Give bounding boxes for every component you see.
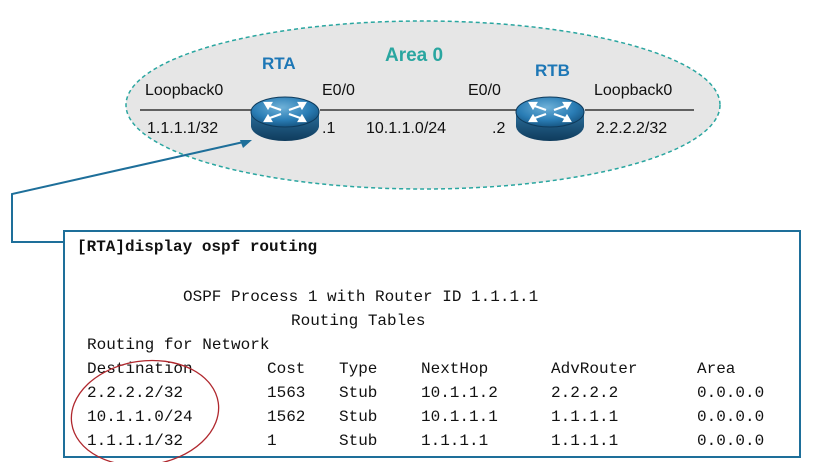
highlight-circle — [70, 359, 220, 462]
row-advrouter: 1.1.1.1 — [551, 408, 619, 426]
col-cost: Cost — [267, 360, 306, 378]
callout-connector — [11, 140, 249, 243]
row-nexthop: 10.1.1.2 — [421, 384, 498, 402]
console-output-panel: [RTA]display ospf routing OSPF Process 1… — [63, 230, 801, 462]
row-destination: 1.1.1.1/32 — [87, 432, 184, 450]
row-type: Stub — [339, 384, 378, 402]
row-cost: 1562 — [267, 408, 306, 426]
rta-loopback-ip: 1.1.1.1/32 — [147, 120, 218, 137]
row-advrouter: 2.2.2.2 — [551, 384, 619, 402]
link-network-label: 10.1.1.0/24 — [366, 120, 446, 137]
row-area: 0.0.0.0 — [697, 432, 765, 450]
process-line: OSPF Process 1 with Router ID 1.1.1.1 — [183, 288, 539, 306]
router-rtb-icon — [515, 96, 585, 141]
row-nexthop: 10.1.1.1 — [421, 408, 498, 426]
row-type: Stub — [339, 408, 378, 426]
row-area: 0.0.0.0 — [697, 384, 765, 402]
row-cost: 1563 — [267, 384, 306, 402]
area-label: Area 0 — [385, 45, 443, 66]
routing-for-network: Routing for Network — [87, 336, 270, 354]
rtb-host-id: .2 — [492, 120, 505, 137]
rtb-loopback-label: Loopback0 — [594, 82, 672, 99]
rta-interface-label: E0/0 — [322, 82, 355, 99]
rtb-loopback-ip: 2.2.2.2/32 — [596, 120, 667, 137]
row-nexthop: 1.1.1.1 — [421, 432, 489, 450]
callout-arrowhead — [240, 140, 252, 148]
router-rta-icon — [250, 96, 320, 141]
row-destination: 10.1.1.0/24 — [87, 408, 193, 426]
row-cost: 1 — [267, 432, 277, 450]
col-type: Type — [339, 360, 378, 378]
rta-name: RTA — [262, 54, 296, 73]
row-area: 0.0.0.0 — [697, 408, 765, 426]
route-table: Destination Cost Type NextHop AdvRouter … — [65, 232, 799, 456]
console-command: [RTA]display ospf routing — [77, 238, 318, 256]
col-advrouter: AdvRouter — [551, 360, 638, 378]
area-0-ellipse — [125, 20, 721, 190]
row-advrouter: 1.1.1.1 — [551, 432, 619, 450]
rta-loopback-label: Loopback0 — [145, 82, 223, 99]
rtb-interface-label: E0/0 — [468, 82, 501, 99]
col-area: Area — [697, 360, 736, 378]
row-destination: 2.2.2.2/32 — [87, 384, 184, 402]
row-type: Stub — [339, 432, 378, 450]
col-nexthop: NextHop — [421, 360, 489, 378]
routing-tables-line: Routing Tables — [291, 312, 426, 330]
rta-host-id: .1 — [322, 120, 335, 137]
rtb-name: RTB — [535, 61, 570, 80]
col-destination: Destination — [87, 360, 193, 378]
